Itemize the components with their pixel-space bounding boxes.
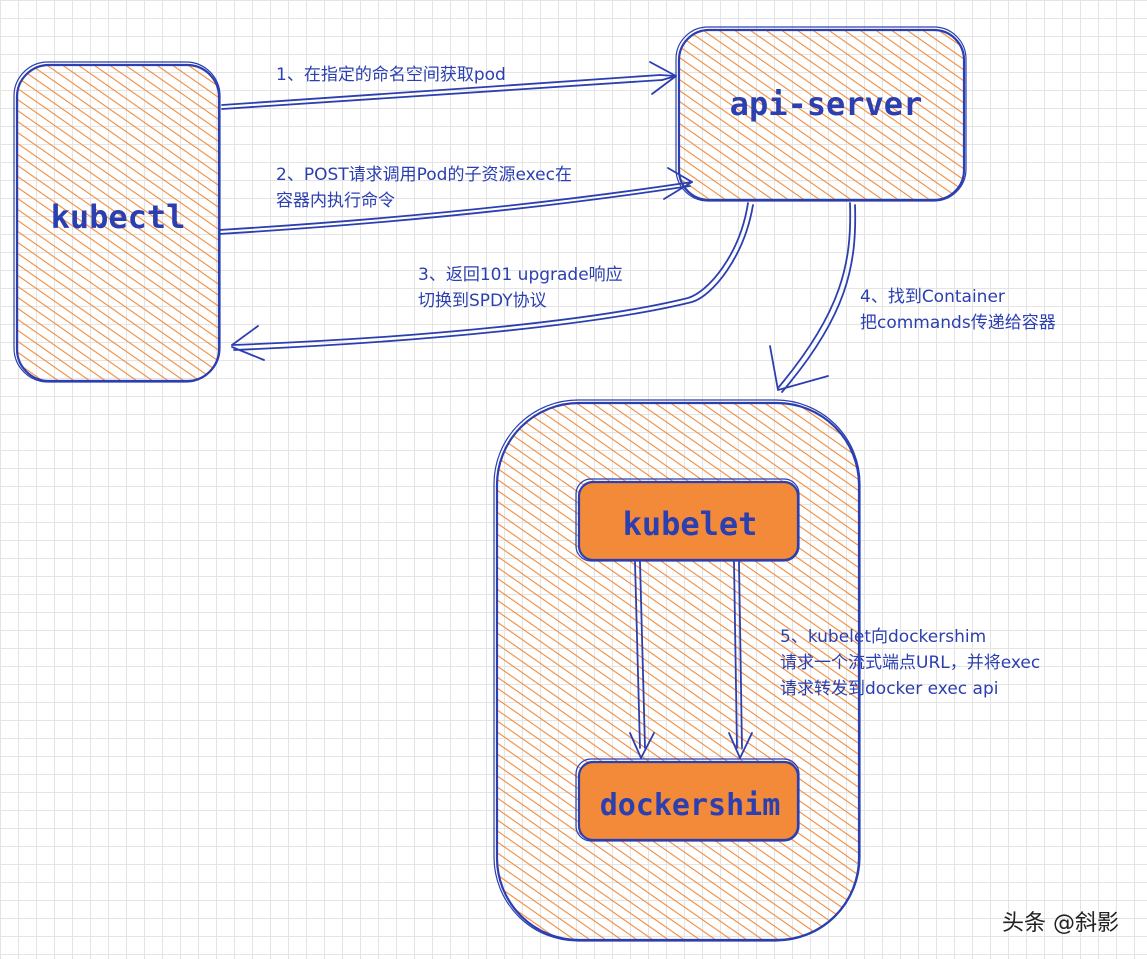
step3-line2: 切换到SPDY协议: [418, 291, 547, 311]
api-server-node: api-server: [675, 26, 967, 202]
arrow-step4: [769, 202, 857, 393]
step1-note: 1、在指定的命名空间获取pod: [276, 62, 506, 88]
step2-note: 2、POST请求调用Pod的子资源exec在 容器内执行命令: [276, 162, 572, 214]
kubelet-node: kubelet: [575, 478, 800, 562]
dockershim-label: dockershim: [600, 788, 781, 823]
step3-note: 3、返回101 upgrade响应 切换到SPDY协议: [418, 262, 623, 314]
dockershim-node: dockershim: [575, 758, 800, 842]
step4-line2: 把commands传递给容器: [860, 313, 1056, 333]
step5-note: 5、kubelet向dockershim 请求一个流式端点URL，并将exec …: [780, 624, 1040, 702]
step2-line2: 容器内执行命令: [276, 191, 395, 211]
arrow-step3: [231, 202, 754, 361]
step3-line1: 3、返回101 upgrade响应: [418, 265, 623, 285]
step5-line2: 请求一个流式端点URL，并将exec: [780, 653, 1041, 673]
watermark: 头条 @斜影: [1002, 911, 1119, 936]
step5-line3: 请求转发到docker exec api: [780, 679, 999, 699]
arrow-step5: [629, 561, 753, 759]
arrow-step2: [218, 167, 693, 235]
step2-line1: 2、POST请求调用Pod的子资源exec在: [276, 165, 572, 185]
step1-line1: 1、在指定的命名空间获取pod: [276, 65, 506, 85]
step5-line1: 5、kubelet向dockershim: [780, 627, 987, 647]
api-server-label: api-server: [730, 85, 923, 123]
step4-line1: 4、找到Container: [860, 287, 1005, 307]
step4-note: 4、找到Container 把commands传递给容器: [860, 284, 1056, 336]
kubectl-node: kubectl: [13, 61, 221, 383]
kubelet-label: kubelet: [623, 505, 758, 543]
kubectl-label: kubectl: [51, 198, 186, 236]
arrow-step1: [221, 61, 677, 110]
